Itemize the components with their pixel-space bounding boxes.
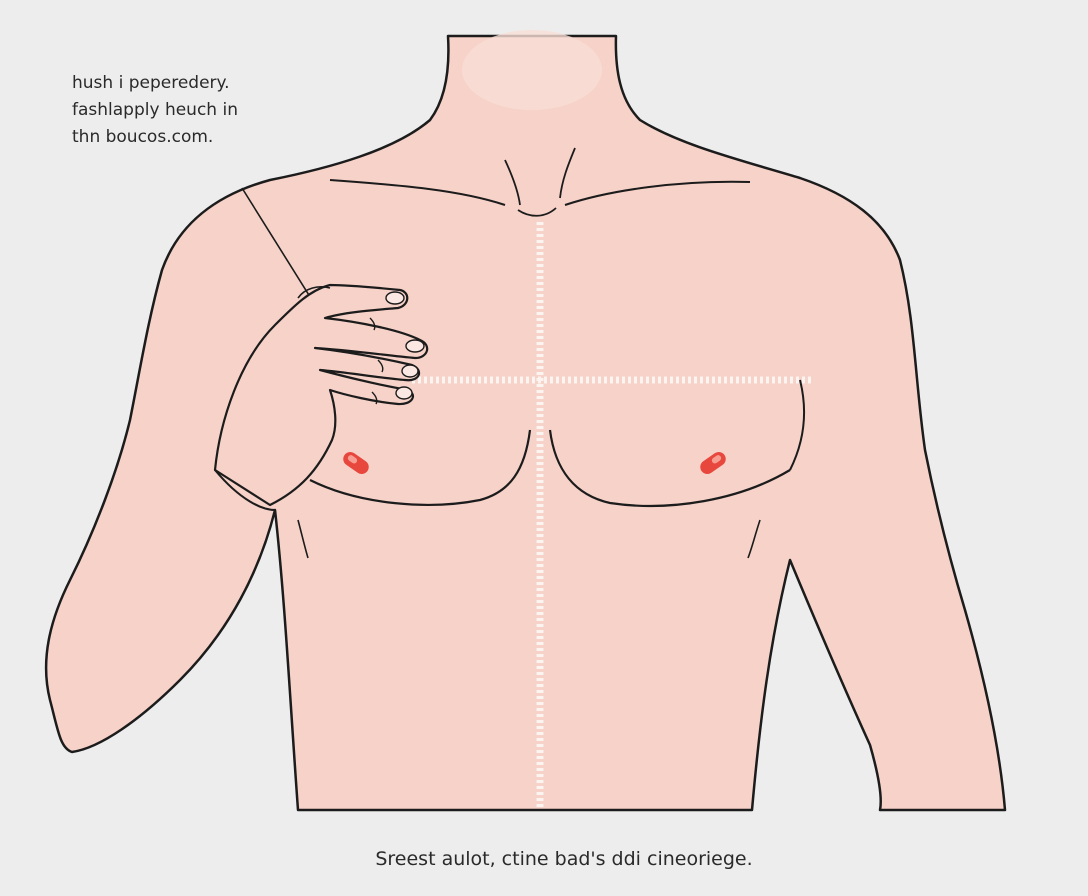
right-nipple-marker-highlight	[711, 455, 722, 464]
neck-highlight	[462, 30, 602, 110]
knuckle-line-1	[369, 317, 376, 331]
forearm-line	[214, 469, 276, 511]
right-collarbone	[564, 180, 751, 206]
left-nipple-marker-highlight	[347, 455, 358, 464]
knuckle-line-2	[377, 359, 384, 373]
fingernail-2	[405, 339, 425, 353]
left-collarbone	[329, 179, 506, 206]
left-pec-line	[309, 429, 532, 506]
annotation-line-3: thn boucos.com.	[72, 127, 214, 147]
torso-body	[44, 34, 1007, 812]
annotation-line-1: hush i peperedery.	[72, 73, 230, 93]
left-rib-mark	[297, 519, 309, 559]
right-armpit-line	[789, 379, 806, 471]
figure-caption: Sreest aulot, ctine bad's ddi cineoriege…	[375, 848, 753, 870]
fingernail-4	[395, 386, 413, 400]
annotation-text: hush i peperedery. fashlapply heuch in t…	[72, 70, 332, 151]
left-neck-muscle	[504, 159, 521, 206]
thumb-line	[297, 286, 331, 299]
hand-on-chest	[213, 283, 429, 511]
knuckle-line-3	[371, 391, 378, 405]
right-neck-muscle	[559, 147, 576, 199]
hand-palm	[213, 283, 429, 507]
annotation-line-2: fashlapply heuch in	[72, 100, 238, 120]
right-rib-mark	[747, 519, 761, 559]
fingernail-1	[385, 291, 405, 305]
fingernail-3	[401, 364, 419, 378]
right-pec-line	[548, 429, 791, 508]
sternal-notch	[517, 207, 557, 217]
